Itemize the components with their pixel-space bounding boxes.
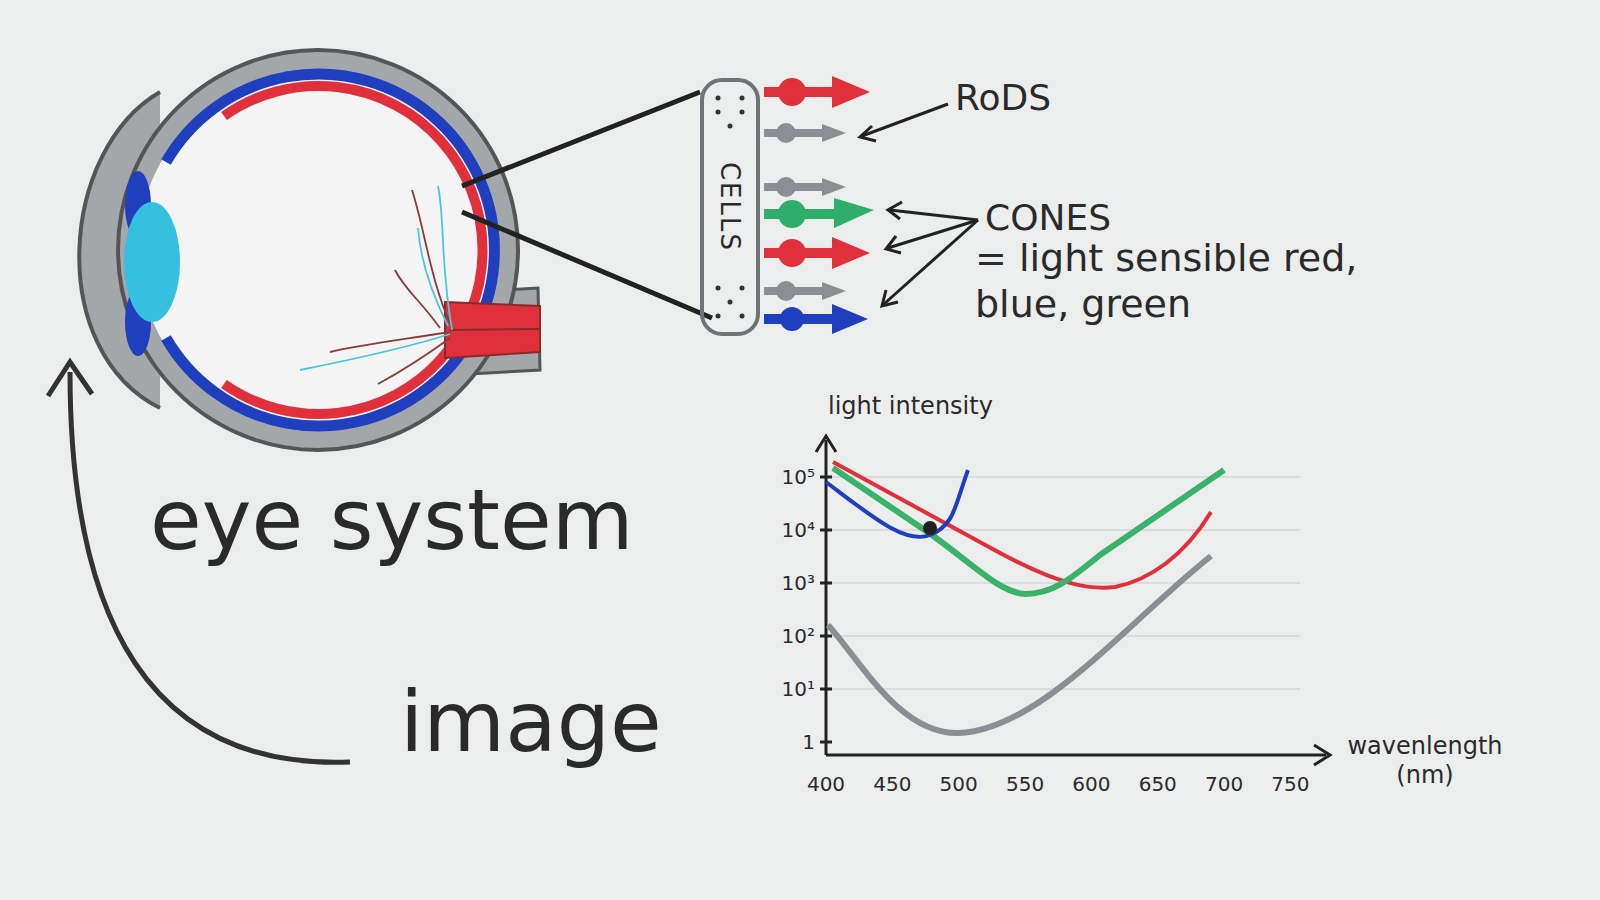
tick-label: 550	[1006, 772, 1044, 796]
heading-text: image	[400, 672, 662, 773]
chart-axes	[816, 436, 1330, 765]
blood-vessels	[300, 186, 452, 384]
leader-lines	[860, 104, 978, 306]
tick-label: 650	[1139, 772, 1177, 796]
lens	[124, 202, 180, 322]
optic-nerve-line	[450, 329, 540, 330]
flow-arrowhead	[48, 362, 92, 396]
green-cone-curve	[833, 468, 1224, 594]
cone-green	[764, 198, 874, 228]
blue-cone-curve	[826, 470, 968, 537]
cone-red	[764, 237, 870, 269]
rod	[764, 177, 846, 197]
red-cone-curve	[833, 462, 1211, 588]
part-label: CONES	[985, 196, 1111, 239]
tick-label: 10⁵	[782, 465, 815, 489]
cell-dots	[716, 96, 745, 319]
rod	[764, 123, 846, 143]
tick-label: 500	[940, 772, 978, 796]
tick-label: 10⁴	[782, 518, 815, 542]
optic-nerve-core	[445, 302, 540, 358]
part-label: RoDS	[955, 76, 1051, 119]
cone-red	[764, 76, 870, 108]
zoom-line	[462, 212, 712, 318]
rod	[764, 281, 846, 301]
axis-title: light intensity	[828, 392, 993, 421]
cells-label: CELLS	[716, 162, 745, 252]
choroid	[166, 74, 494, 426]
eye-interior	[138, 70, 498, 430]
sclera	[118, 50, 518, 450]
note-text: = light sensible red, blue, green	[975, 236, 1395, 327]
axis-title: wavenlength (nm)	[1335, 732, 1515, 790]
tick-label: 1	[802, 730, 815, 754]
rod-curve	[828, 556, 1211, 733]
zoom-line	[462, 92, 700, 186]
retina	[224, 86, 483, 414]
tick-label: 10¹	[782, 677, 815, 701]
intersection-dot	[923, 521, 937, 535]
cone-blue	[764, 304, 868, 334]
cells-box: CELLS	[700, 78, 760, 336]
tick-label: 450	[873, 772, 911, 796]
tick-label: 700	[1205, 772, 1243, 796]
tick-label: 10³	[782, 571, 815, 595]
tick-label: 400	[807, 772, 845, 796]
heading-text: eye system	[150, 470, 633, 571]
tick-label: 10²	[782, 624, 815, 648]
tick-label: 600	[1072, 772, 1110, 796]
tick-label: 750	[1271, 772, 1309, 796]
